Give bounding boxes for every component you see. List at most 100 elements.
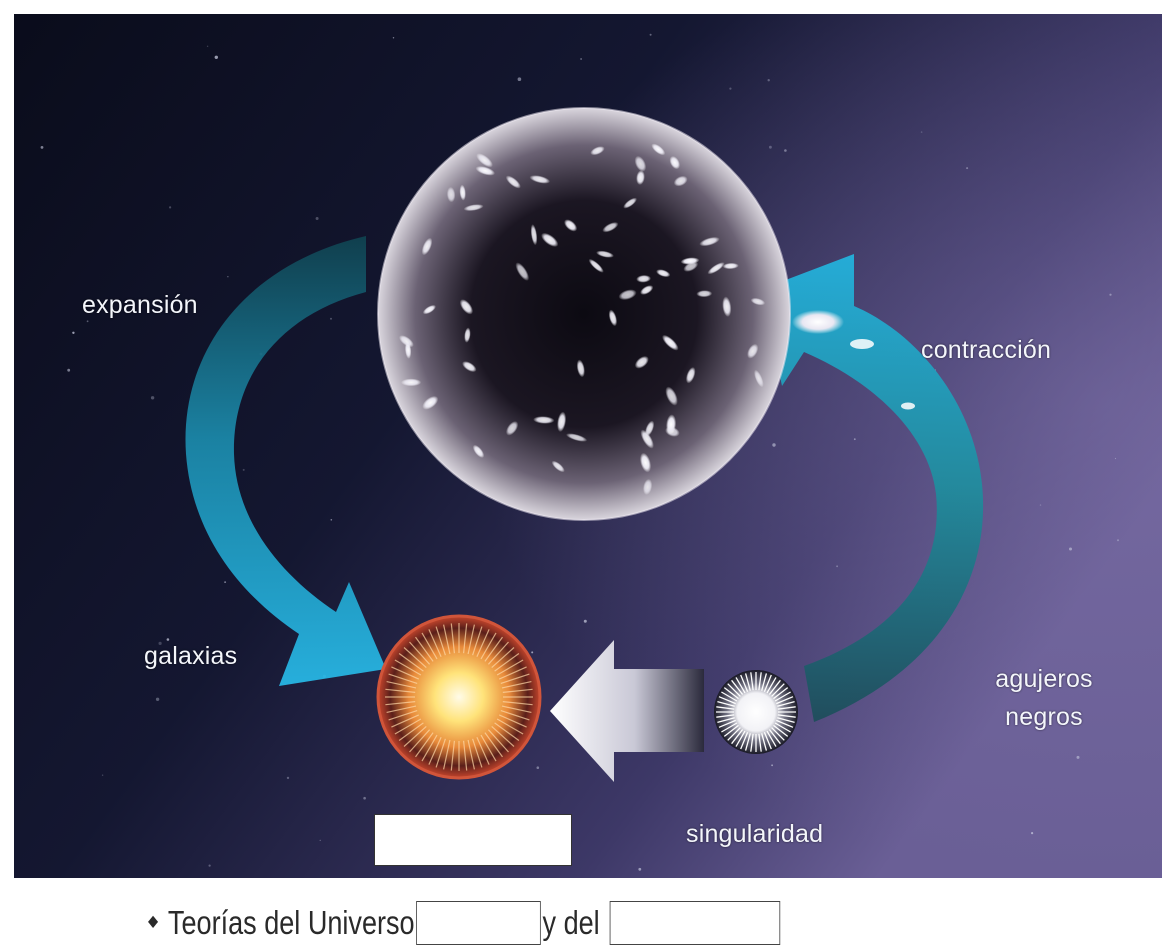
sun-ray bbox=[496, 659, 524, 676]
singularity-ray bbox=[771, 683, 785, 697]
galaxy-icon bbox=[590, 146, 605, 156]
star-speck bbox=[286, 776, 290, 780]
sun-ray bbox=[491, 725, 515, 747]
galaxy-icon bbox=[662, 334, 679, 351]
contraction-arrow-icon bbox=[762, 254, 984, 722]
galaxy-icon bbox=[462, 361, 477, 373]
sun-ray bbox=[498, 714, 527, 728]
star-speck bbox=[920, 131, 923, 133]
galaxy-icon bbox=[640, 285, 654, 295]
singularity-ray bbox=[731, 679, 744, 695]
singularity-ray bbox=[773, 687, 789, 700]
sun-ray bbox=[394, 718, 422, 735]
singularity-ray bbox=[773, 724, 789, 737]
galaxy-icon bbox=[602, 222, 619, 233]
singularity-ray bbox=[750, 672, 754, 691]
galaxy-icon bbox=[475, 166, 496, 176]
sun-ray bbox=[463, 623, 468, 654]
star-speck bbox=[1069, 547, 1072, 551]
star-speck bbox=[214, 55, 218, 59]
sun-ray bbox=[467, 739, 475, 770]
galaxy-icon bbox=[565, 433, 588, 442]
sun-ray bbox=[398, 653, 424, 672]
sun-ray bbox=[388, 673, 418, 684]
singularity-ray bbox=[776, 719, 794, 728]
sun-ray bbox=[435, 738, 446, 768]
star-speck bbox=[772, 443, 776, 447]
galaxy-small-icon bbox=[850, 339, 874, 349]
galaxy-icon bbox=[515, 262, 530, 281]
galaxy-icon bbox=[399, 335, 414, 348]
sun-ray bbox=[391, 666, 420, 680]
sun-ray bbox=[421, 632, 438, 660]
singularity-ray bbox=[771, 727, 785, 741]
sun-ray bbox=[476, 736, 490, 765]
star-speck bbox=[242, 468, 245, 471]
galaxy-icon bbox=[459, 299, 474, 315]
singularity-ray bbox=[768, 729, 781, 745]
star-speck bbox=[330, 519, 333, 521]
star-speck bbox=[67, 368, 71, 372]
galaxy-icon bbox=[636, 274, 651, 283]
singularity-ray bbox=[777, 717, 795, 724]
star-speck bbox=[315, 217, 319, 220]
spiral-galaxy-icon bbox=[792, 310, 844, 334]
galaxy-icon bbox=[750, 297, 766, 306]
answer-blank-box[interactable] bbox=[374, 814, 572, 866]
sun-ring bbox=[376, 614, 542, 780]
galaxy-icon bbox=[551, 460, 565, 473]
left-arrow-icon bbox=[550, 640, 704, 782]
star-speck bbox=[392, 37, 395, 39]
sun-ray bbox=[501, 705, 532, 713]
galaxy-icon bbox=[722, 262, 739, 270]
sun-ray bbox=[428, 629, 442, 658]
sun-ray bbox=[391, 714, 420, 728]
sun-ray bbox=[428, 736, 442, 765]
sun-ray bbox=[443, 624, 451, 655]
galaxy-icon bbox=[529, 175, 551, 184]
singularity-ray bbox=[774, 691, 791, 702]
diagram-artwork bbox=[14, 14, 1162, 878]
sun-ray bbox=[443, 739, 451, 770]
star-speck bbox=[769, 145, 772, 149]
star-speck bbox=[771, 764, 773, 767]
sun-ray bbox=[502, 701, 533, 706]
star-speck bbox=[649, 33, 652, 36]
caption-blank-1[interactable] bbox=[416, 901, 541, 945]
star-speck bbox=[72, 331, 75, 334]
galaxy-icon bbox=[722, 296, 732, 317]
star-speck bbox=[784, 149, 787, 152]
singularity-ray bbox=[721, 691, 738, 702]
singularity-ray bbox=[777, 714, 796, 718]
sun-ray bbox=[403, 647, 427, 669]
galaxy-icon bbox=[634, 355, 649, 369]
galaxy-icon bbox=[596, 250, 614, 258]
singularity-ray bbox=[777, 700, 795, 707]
galaxy-icon bbox=[639, 452, 652, 473]
black-holes-label: agujeros negros bbox=[974, 660, 1114, 736]
star-speck bbox=[580, 58, 582, 60]
caption-blank-2[interactable] bbox=[609, 901, 781, 945]
sun-ray bbox=[480, 734, 497, 762]
universe-sphere bbox=[378, 108, 790, 520]
singularity-ray bbox=[721, 722, 738, 733]
star-speck bbox=[853, 438, 856, 441]
star-speck bbox=[224, 581, 227, 583]
sun-ray bbox=[494, 722, 520, 741]
universe-sphere-rim bbox=[377, 107, 791, 521]
sun-ray bbox=[496, 718, 524, 735]
singularity-ray bbox=[776, 696, 794, 705]
galaxy-icon bbox=[608, 309, 618, 327]
star-speck bbox=[638, 867, 642, 871]
galaxy-icon bbox=[656, 269, 671, 278]
star-speck bbox=[169, 206, 172, 209]
star-speck bbox=[729, 87, 732, 90]
star-speck bbox=[1031, 832, 1034, 835]
sun-ray bbox=[500, 673, 530, 684]
sun-ray bbox=[421, 734, 438, 762]
singularity-ray bbox=[731, 729, 744, 745]
star-speck bbox=[536, 766, 540, 769]
diamond-bullet-icon: ◆ bbox=[148, 913, 159, 930]
singularity-ray bbox=[718, 696, 736, 705]
star-speck bbox=[40, 146, 44, 149]
